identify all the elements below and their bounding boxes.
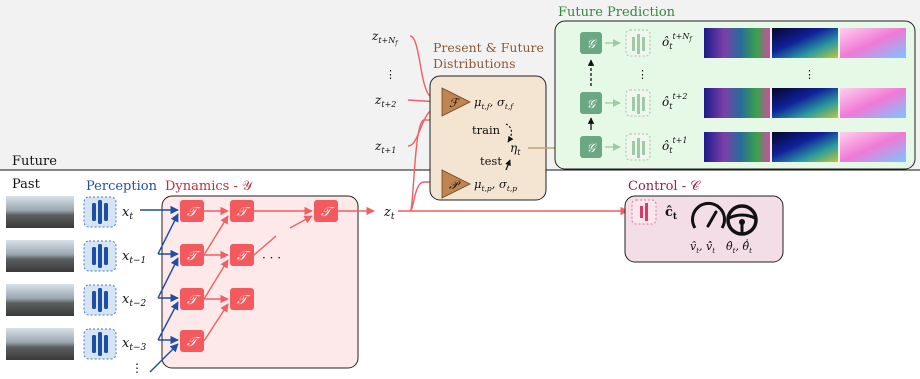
distributions-title-2: Distributions: [433, 56, 516, 71]
decoder-bar: [637, 94, 640, 114]
prediction-dots: ⋮: [637, 68, 648, 81]
prediction-dots: ⋮: [804, 68, 815, 81]
steer-labels: θ̂t, θ̂̇t: [726, 238, 752, 255]
vertical-ellipsis: ⋮: [131, 361, 143, 375]
segmentation-preview: [704, 88, 770, 118]
segmentation-preview: [704, 28, 770, 58]
encoder-bar: [92, 335, 96, 353]
future-module: [441, 87, 471, 117]
future-label: Future: [12, 154, 57, 169]
generator-node: [580, 32, 602, 54]
depth-preview: [772, 88, 838, 118]
flow-preview: [840, 28, 906, 58]
mu-sigma-p: μt,p, σt,p: [474, 177, 517, 193]
dynamics-nodes: 𝒯 𝒯 𝒯 𝒯 𝒯 𝒯 𝒯 𝒯: [180, 200, 338, 352]
dynamics-arrows: [203, 206, 375, 342]
decoder-bar: [642, 37, 645, 51]
generator-label: 𝒢: [587, 97, 598, 111]
prediction-rows: 𝒢 ôtt+Nf ⋮ ⋮ 𝒢 ôtt+2 𝒢 ôt: [580, 28, 906, 162]
generator-node: [580, 92, 602, 114]
t-node: [230, 200, 254, 222]
dynamics-label: Dynamics - 𝒴: [165, 179, 253, 194]
generator-label: 𝒢: [587, 37, 598, 51]
camera-frame: [6, 196, 74, 228]
t-node: [180, 200, 204, 222]
decoder-bar: [637, 138, 640, 158]
distributions-title-1: Present & Future: [433, 40, 544, 55]
policy-bar: [640, 206, 643, 218]
horizontal-ellipsis: · · ·: [262, 251, 281, 265]
encoder-bar: [92, 247, 96, 265]
depth-preview: [772, 132, 838, 162]
z-t-label: zt: [383, 205, 395, 222]
input-row-3: xt−3: [6, 328, 147, 360]
control-policy: [631, 199, 657, 225]
test-label: test: [480, 154, 502, 168]
control-label: Control - 𝒞: [628, 179, 701, 194]
t-node: [180, 288, 204, 310]
input-rows: xt xt−1 xt−2 xt−3 ⋮: [6, 196, 147, 375]
eta-label: ηt: [510, 141, 521, 157]
future-module-label: ℱ: [449, 96, 461, 110]
speed-labels: v̂t, v̂̇t: [690, 240, 715, 255]
t-node: [230, 244, 254, 266]
encoder-bar: [92, 291, 96, 309]
camera-frame: [6, 284, 74, 316]
t-node: [230, 288, 254, 310]
t-node: [180, 244, 204, 266]
mu-sigma-f: μt,f, σt,f: [474, 95, 514, 111]
encoder-bar: [104, 203, 108, 221]
decoder-bar: [632, 97, 635, 111]
encoder-bar: [104, 247, 108, 265]
train-arrow: [505, 123, 514, 143]
present-module: [441, 169, 471, 199]
x-t-label: xt: [122, 205, 133, 222]
depth-preview: [772, 28, 838, 58]
generator-label: 𝒢: [587, 141, 598, 155]
perception-arrows: [140, 205, 179, 373]
train-label: train: [472, 123, 501, 137]
encoder-bar: [98, 200, 102, 224]
t-node: [314, 200, 338, 222]
encoder-bar: [98, 288, 102, 312]
encoder-bar: [104, 291, 108, 309]
input-row-0: xt: [6, 196, 133, 228]
encoder-bar: [92, 203, 96, 221]
flow-preview: [840, 132, 906, 162]
test-arrow: [505, 159, 511, 171]
x-t3-label: xt−3: [122, 336, 147, 353]
input-row-1: xt−1: [6, 240, 146, 272]
decoder-bar: [642, 97, 645, 111]
past-label: Past: [12, 177, 41, 192]
control-box: [624, 195, 784, 263]
x-t2-label: xt−2: [122, 292, 147, 309]
input-row-2: xt−2: [6, 284, 147, 316]
x-t1-label: xt−1: [122, 249, 146, 266]
t-node: [180, 330, 204, 352]
decoder-bar: [642, 141, 645, 155]
encoder-bar: [104, 335, 108, 353]
camera-frame: [6, 328, 74, 360]
encoder-bar: [98, 244, 102, 268]
z-future-dots: ⋮: [385, 68, 396, 81]
camera-frame: [6, 240, 74, 272]
decoder-bar: [632, 141, 635, 155]
segmentation-preview: [704, 132, 770, 162]
perception-label: Perception: [86, 179, 158, 194]
encoder-bar: [98, 332, 102, 356]
decoder-bar: [632, 37, 635, 51]
policy-bar: [645, 203, 648, 221]
future-prediction-title: Future Prediction: [558, 5, 676, 20]
generator-node: [580, 136, 602, 158]
dynamics-box: [161, 195, 359, 369]
flow-preview: [840, 88, 906, 118]
c-hat-label: ĉt: [665, 205, 678, 222]
decoder-bar: [637, 34, 640, 54]
speedometer-icon: [691, 201, 726, 229]
steering-wheel-icon: [726, 204, 758, 236]
